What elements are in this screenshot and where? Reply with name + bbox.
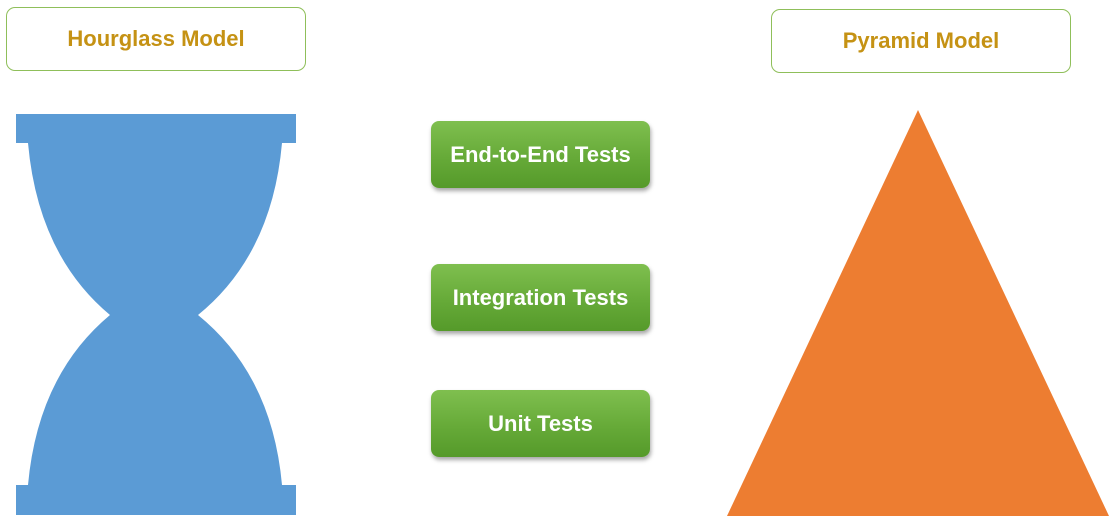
end-to-end-tests-box: End-to-End Tests <box>431 121 650 188</box>
unit-tests-box: Unit Tests <box>431 390 650 457</box>
pyramid-model-title: Pyramid Model <box>771 9 1071 73</box>
integration-tests-box: Integration Tests <box>431 264 650 331</box>
pyramid-shape <box>727 110 1109 516</box>
hourglass-shape <box>16 114 296 515</box>
hourglass-model-title: Hourglass Model <box>6 7 306 71</box>
